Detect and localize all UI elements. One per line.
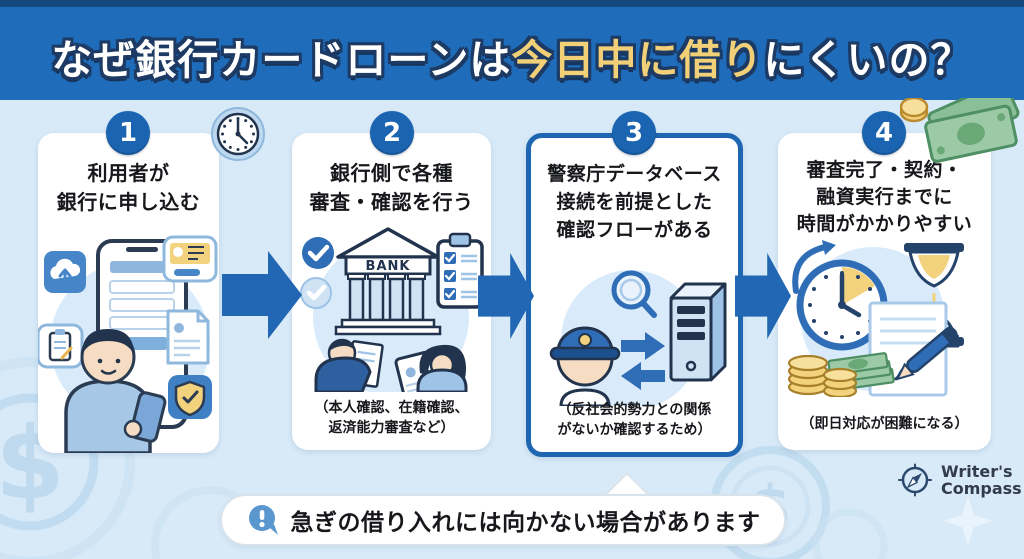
step-number-badge-3: 3 — [612, 111, 656, 155]
step-3-title: 警察庁データベース 接続を前提とした 確認フローがある — [531, 160, 738, 244]
flow-arrow-1 — [222, 251, 302, 339]
flow-arrow-3 — [735, 252, 791, 340]
check-circle-icon — [302, 237, 334, 269]
title-line: 審査・確認を行う — [309, 190, 474, 214]
step-number-badge-1: 1 — [106, 111, 150, 155]
exchange-arrows-icon — [621, 332, 665, 390]
compass-icon — [898, 463, 932, 497]
warning-callout: 急ぎの借り入れには向かない場合があります — [220, 494, 786, 546]
bank-sign-label: BANK — [366, 259, 411, 274]
police-officer-icon — [549, 326, 621, 406]
exclamation-icon — [248, 505, 278, 535]
step-4-note: （即日対応が困難になる） — [778, 414, 991, 434]
checklist-bubble-icon — [38, 323, 84, 369]
step-card-1: 利用者が 銀行に申し込む — [38, 133, 219, 453]
note-line: 返済能力審査など） — [328, 420, 455, 436]
callout-text: 急ぎの借り入れには向かない場合があります — [290, 510, 761, 536]
page-title: なぜ銀行カードローンは今日中に借りにくいの？ — [0, 26, 1024, 86]
money-decoration-icon — [900, 98, 1020, 163]
flow-arrow-2 — [478, 252, 534, 340]
database-server-icon — [669, 282, 727, 382]
title-line: 銀行側で各種 — [330, 161, 453, 185]
step-number-badge-2: 2 — [370, 111, 414, 155]
clock-decoration-icon — [211, 107, 265, 161]
title-line: 融資実行までに — [816, 186, 953, 208]
applicant-person — [64, 329, 167, 453]
check-circle-light-icon — [300, 277, 332, 309]
title-line: 警察庁データベース — [547, 163, 722, 185]
sparkle-watermark — [943, 496, 993, 546]
step-card-4: 審査完了・契約・ 融資実行までに 時間がかかりやすい — [778, 133, 991, 450]
step-2-title: 銀行側で各種 審査・確認を行う — [292, 159, 491, 217]
title-line: 利用者が — [87, 161, 170, 185]
step-2-note: （本人確認、在籍確認、 返済能力審査など） — [292, 398, 491, 438]
step-1-title: 利用者が 銀行に申し込む — [38, 159, 219, 217]
header-top-strip — [0, 0, 1024, 7]
upload-icon — [44, 251, 86, 293]
step-number-badge-4: 4 — [862, 111, 906, 155]
brand-name: Writer's Compass — [941, 461, 1022, 498]
time-contract-illustration — [787, 240, 964, 397]
step-card-2: 銀行側で各種 審査・確認を行う BANK — [292, 133, 491, 450]
note-line: （即日対応が困難になる） — [800, 416, 969, 432]
brand-name-line: Compass — [941, 479, 1022, 498]
title-prefix: なぜ銀行カードローンは — [51, 36, 512, 84]
note-line: がないか確認するため） — [557, 422, 712, 438]
bank-building-icon: BANK — [334, 227, 442, 336]
note-line: （反社会的勢力との関係 — [557, 402, 712, 418]
bank-staff-people — [314, 338, 468, 392]
coins-icon — [787, 354, 858, 397]
title-line: 審査完了・契約・ — [806, 159, 963, 181]
shield-check-icon — [168, 375, 212, 419]
document-icon — [166, 309, 210, 365]
title-line: 確認フローがある — [556, 219, 713, 241]
clock-icon — [792, 240, 888, 351]
police-database-illustration — [549, 270, 727, 406]
title-highlight: 今日中に借り — [511, 36, 764, 84]
applicant-smartphone-illustration — [38, 235, 218, 453]
step-card-3-highlighted: 警察庁データベース 接続を前提とした 確認フローがある — [526, 133, 743, 457]
title-suffix: にくいの？ — [763, 36, 973, 84]
pen-icon — [895, 325, 959, 381]
id-card-icon — [162, 235, 218, 283]
title-line: 接続を前提とした — [556, 191, 713, 213]
note-line: （本人確認、在籍確認、 — [314, 400, 469, 416]
header-banner: なぜ銀行カードローンは今日中に借りにくいの？ — [0, 0, 1024, 100]
clipboard-checklist-icon — [436, 232, 484, 309]
title-line: 時間がかかりやすい — [796, 213, 973, 235]
bank-review-illustration: BANK — [300, 227, 484, 392]
dollar-coin-watermark-left: $ — [0, 357, 260, 559]
magnifier-icon — [611, 270, 657, 318]
step-3-note: （反社会的勢力との関係 がないか確認するため） — [531, 400, 738, 440]
brand-logo: Writer's Compass — [896, 460, 1022, 500]
brand-name-line: Writer's — [941, 461, 1013, 481]
title-line: 銀行に申し込む — [56, 190, 201, 214]
step-4-title: 審査完了・契約・ 融資実行までに 時間がかかりやすい — [778, 157, 991, 238]
